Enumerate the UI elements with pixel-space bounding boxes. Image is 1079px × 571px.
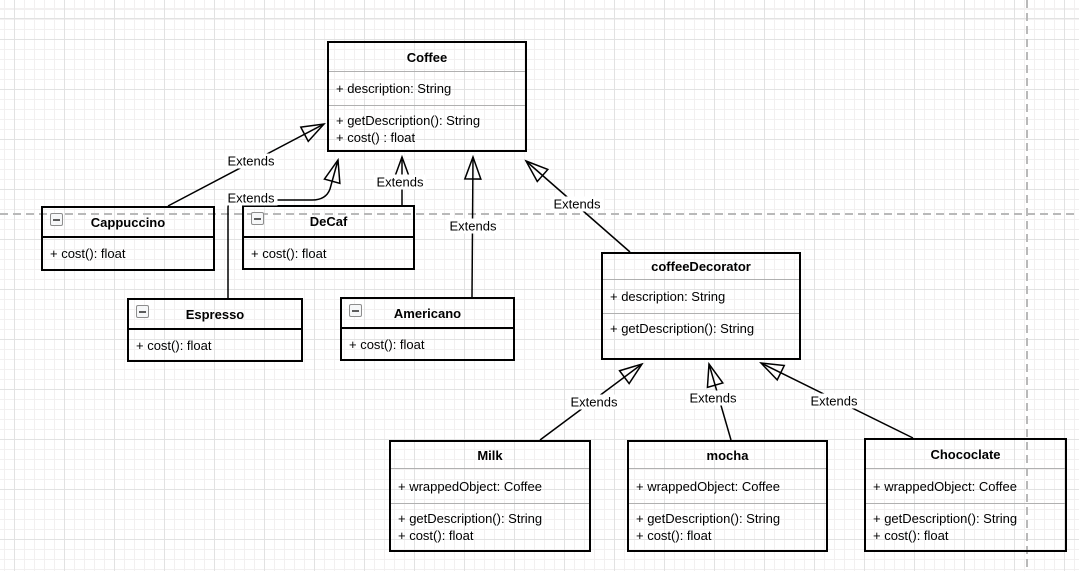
minus-glyph	[254, 217, 261, 220]
edge-label-extends[interactable]: Extends	[807, 393, 861, 409]
edge-label-extends[interactable]: Extends	[224, 153, 278, 169]
edge-label-extends[interactable]: Extends	[224, 190, 278, 206]
collapse-icon[interactable]	[349, 304, 362, 317]
class-americano[interactable]: Americano + cost(): float	[340, 297, 515, 361]
class-cappuccino-method: + cost(): float	[50, 246, 126, 261]
class-milk[interactable]: Milk + wrappedObject: Coffee + getDescri…	[389, 440, 591, 552]
edge-label-extends[interactable]: Extends	[550, 196, 604, 212]
page-break-line-vertical	[1026, 0, 1028, 571]
edge-label-extends[interactable]: Extends	[446, 218, 500, 234]
class-decaf-method: + cost(): float	[251, 245, 327, 261]
class-decaf[interactable]: DeCaf + cost(): float	[242, 205, 415, 270]
class-espresso[interactable]: Espresso + cost(): float	[127, 298, 303, 362]
class-coffeedecorator-title: coffeeDecorator	[603, 254, 799, 280]
class-coffee-attribute: + description: String	[336, 81, 452, 96]
edge-label-extends[interactable]: Extends	[686, 390, 740, 406]
class-chocolate-title: Chococlate	[866, 440, 1065, 469]
edge-label-extends[interactable]: Extends	[373, 174, 427, 190]
class-coffeedecorator-method: + getDescription(): String	[610, 321, 755, 336]
class-milk-method: + getDescription(): String	[398, 511, 543, 526]
class-milk-title: Milk	[391, 442, 589, 469]
class-chocolate-method: + getDescription(): String	[873, 511, 1018, 526]
class-mocha-title: mocha	[629, 442, 826, 469]
minus-glyph	[139, 310, 146, 313]
collapse-icon[interactable]	[251, 212, 264, 225]
page-break-line-horizontal	[0, 213, 1079, 215]
class-mocha-attribute: + wrappedObject: Coffee	[636, 478, 780, 494]
collapse-icon[interactable]	[136, 305, 149, 318]
class-coffeedecorator-attribute: + description: String	[610, 289, 726, 304]
class-mocha-method: + cost(): float	[636, 528, 712, 543]
minus-glyph	[53, 218, 60, 221]
class-coffee[interactable]: Coffee + description: String + getDescri…	[327, 41, 527, 152]
class-chocolate-method: + cost(): float	[873, 528, 949, 543]
class-chocolate-attribute: + wrappedObject: Coffee	[873, 478, 1017, 494]
class-cappuccino[interactable]: Cappuccino + cost(): float	[41, 206, 215, 271]
class-decaf-title: DeCaf	[244, 207, 413, 238]
collapse-icon[interactable]	[50, 213, 63, 226]
class-coffee-method: + cost() : float	[336, 130, 416, 145]
class-chocolate[interactable]: Chococlate + wrappedObject: Coffee + get…	[864, 438, 1067, 552]
class-milk-attribute: + wrappedObject: Coffee	[398, 478, 542, 494]
class-coffee-title: Coffee	[329, 43, 525, 72]
minus-glyph	[352, 309, 359, 312]
class-mocha[interactable]: mocha + wrappedObject: Coffee + getDescr…	[627, 440, 828, 552]
class-espresso-method: + cost(): float	[136, 337, 212, 353]
class-milk-method: + cost(): float	[398, 528, 474, 543]
class-americano-method: + cost(): float	[349, 336, 425, 352]
class-americano-title: Americano	[342, 299, 513, 329]
class-cappuccino-title: Cappuccino	[43, 208, 213, 238]
class-coffeedecorator[interactable]: coffeeDecorator + description: String + …	[601, 252, 801, 360]
class-mocha-method: + getDescription(): String	[636, 511, 781, 526]
class-coffee-method: + getDescription(): String	[336, 113, 481, 128]
edge-label-extends[interactable]: Extends	[567, 394, 621, 410]
class-espresso-title: Espresso	[129, 300, 301, 330]
